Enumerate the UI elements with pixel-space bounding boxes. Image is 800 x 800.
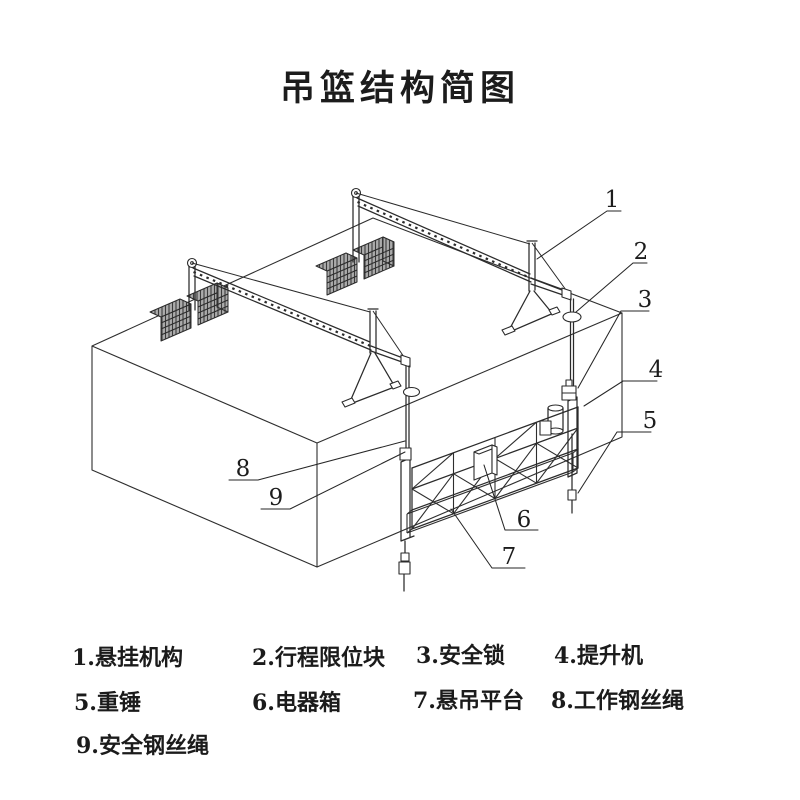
suspended-platform bbox=[399, 379, 579, 542]
callout-7: 7 bbox=[450, 508, 526, 570]
leader-line bbox=[228, 440, 406, 481]
leader-line bbox=[483, 464, 539, 531]
travel-limit-ring bbox=[402, 386, 421, 398]
mast-foot bbox=[341, 397, 356, 408]
callout-9: 9 bbox=[260, 451, 406, 511]
legend-item-4: 4.提升机 bbox=[554, 643, 643, 669]
leader-line bbox=[260, 451, 406, 510]
building-left-face bbox=[91, 346, 318, 568]
callout-4: 4 bbox=[583, 357, 664, 407]
truss-diagonals bbox=[411, 421, 579, 530]
counterweight-stack-end bbox=[382, 236, 395, 267]
callout-2: 2 bbox=[575, 239, 649, 313]
front-mast bbox=[367, 308, 379, 354]
callout-number: 5 bbox=[643, 408, 658, 434]
counterweight-stack-top bbox=[149, 298, 192, 318]
travel-limit-ring bbox=[562, 311, 582, 323]
right-stirrup bbox=[567, 396, 578, 478]
suspension-mechanism-rear bbox=[149, 257, 411, 408]
rope-weight bbox=[400, 552, 410, 562]
callout-number: 7 bbox=[502, 544, 517, 570]
counterweight-layers bbox=[197, 293, 229, 320]
platform-end-posts bbox=[411, 406, 579, 530]
building-right-face bbox=[316, 313, 623, 568]
mast-strut bbox=[372, 310, 405, 358]
counterweight-stack-top bbox=[315, 252, 358, 272]
jib-tip-beam bbox=[530, 277, 565, 296]
legend-item-8: 8.工作钢丝绳 bbox=[551, 688, 684, 714]
wire-ropes-right bbox=[562, 298, 582, 514]
callout-number: 6 bbox=[517, 507, 532, 533]
hoist-box bbox=[539, 420, 552, 436]
callout-number: 1 bbox=[605, 187, 620, 213]
mast-triangle-legs bbox=[348, 352, 396, 405]
wire-ropes-left bbox=[398, 365, 421, 592]
left-stirrup bbox=[400, 457, 415, 542]
counterweight-hammer bbox=[567, 489, 577, 501]
legend-item-5: 5.重锤 bbox=[74, 690, 141, 716]
legend-item-3: 3.安全锁 bbox=[416, 643, 505, 669]
callout-1: 1 bbox=[536, 187, 622, 260]
callout-8: 8 bbox=[228, 440, 406, 482]
legend-item-2: 2.行程限位块 bbox=[252, 645, 385, 671]
callouts: 1 2 3 4 5 6 7 bbox=[228, 187, 664, 570]
callout-5: 5 bbox=[577, 408, 658, 494]
mast-triangle-legs bbox=[507, 290, 553, 333]
leader-line bbox=[577, 431, 652, 494]
jib-tip-fitting bbox=[561, 287, 572, 301]
mast-foot bbox=[389, 380, 402, 390]
mast-strut bbox=[531, 242, 567, 291]
callout-number: 2 bbox=[634, 239, 649, 265]
callout-number: 3 bbox=[638, 287, 653, 313]
tension-cable bbox=[355, 192, 531, 245]
front-mast bbox=[526, 240, 538, 292]
legend-item-6: 6.电器箱 bbox=[252, 690, 341, 716]
jib-beam bbox=[192, 267, 372, 351]
legend-item-9: 9.安全钢丝绳 bbox=[76, 733, 209, 759]
electrical-box-side bbox=[491, 444, 498, 476]
counterweight-layers bbox=[326, 263, 358, 290]
leader-line bbox=[536, 210, 622, 260]
counterweight-hammer bbox=[398, 561, 411, 575]
jib-beam bbox=[356, 197, 532, 283]
jib-tip-fitting bbox=[400, 354, 411, 368]
legend-item-1: 1.悬挂机构 bbox=[72, 645, 183, 671]
suspension-mechanism-front bbox=[315, 187, 572, 336]
callout-number: 8 bbox=[236, 456, 251, 482]
leader-line bbox=[450, 508, 526, 569]
callout-3: 3 bbox=[577, 287, 653, 389]
leader-line bbox=[577, 310, 650, 389]
leader-line bbox=[575, 262, 648, 313]
safety-rope-lower bbox=[403, 540, 406, 592]
counterweight-layers bbox=[160, 309, 192, 336]
safety-lock-knob bbox=[565, 379, 573, 387]
legend-item-7: 7.悬吊平台 bbox=[413, 688, 524, 714]
jib-tip-beam bbox=[370, 345, 404, 363]
callout-number: 9 bbox=[269, 485, 284, 511]
tension-cable bbox=[191, 262, 371, 313]
mast-foot bbox=[501, 325, 516, 336]
mast-foot bbox=[548, 306, 561, 316]
callout-6: 6 bbox=[483, 464, 539, 533]
hoist-top bbox=[547, 404, 564, 412]
counterweight-layers bbox=[363, 247, 395, 274]
building bbox=[91, 217, 623, 568]
page-title: 吊篮结构简图 bbox=[279, 69, 520, 109]
leader-line bbox=[583, 380, 658, 407]
callout-number: 4 bbox=[649, 357, 664, 383]
